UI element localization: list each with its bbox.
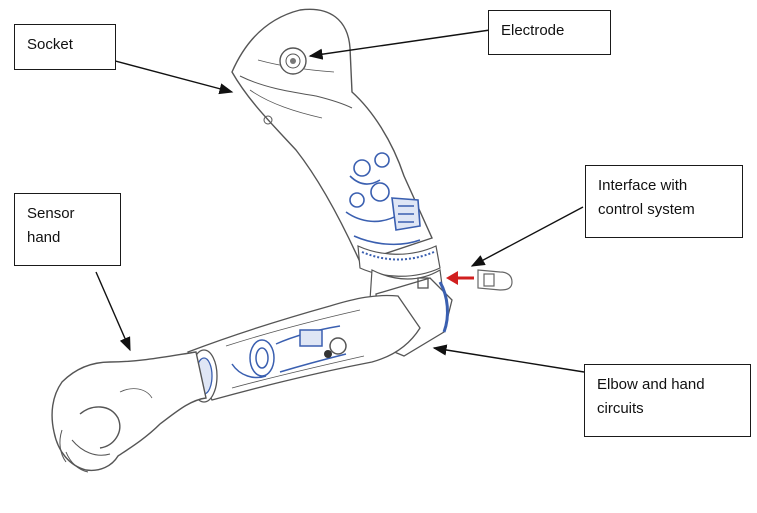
electrode-disc xyxy=(279,47,307,75)
interface-leader-arrow xyxy=(470,206,584,267)
interface-label: Interface with control system xyxy=(585,165,743,238)
socket-leader-arrow xyxy=(103,57,234,95)
interface-connector xyxy=(477,269,513,291)
elbow-circuits-label: Elbow and hand circuits xyxy=(584,364,751,437)
socket-label: Socket xyxy=(14,24,116,70)
elbow-leader-arrow xyxy=(432,344,585,373)
socket-wiring xyxy=(345,152,421,246)
interface-indicator-arrow xyxy=(446,271,474,285)
forearm-shell xyxy=(187,294,421,401)
forearm-circuits xyxy=(231,325,347,379)
sensor-hand xyxy=(51,351,207,473)
sensor-hand-label: Sensor hand xyxy=(14,193,121,266)
sensor-hand-leader-arrow xyxy=(95,271,131,352)
electrode-leader-arrow xyxy=(308,29,491,60)
electrode-label: Electrode xyxy=(488,10,611,55)
screw-dot xyxy=(263,115,273,125)
